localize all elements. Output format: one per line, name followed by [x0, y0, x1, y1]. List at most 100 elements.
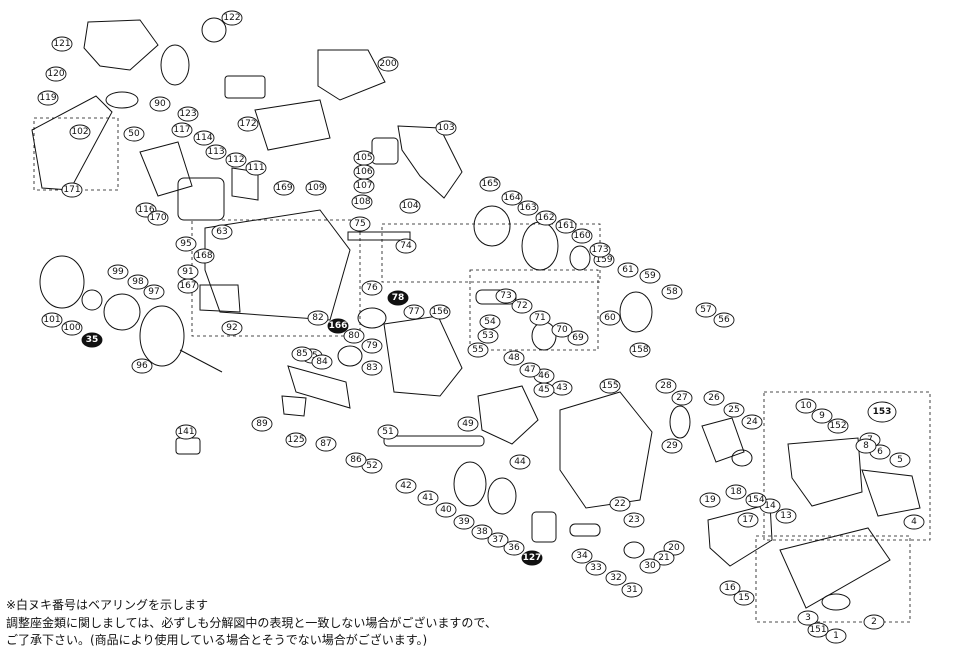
callout-101: 101	[41, 312, 63, 328]
part-badge	[535, 210, 557, 226]
part-badge	[399, 198, 421, 214]
part-number-label: 53	[482, 331, 493, 341]
collar-34	[569, 523, 601, 537]
part-number-label: 121	[53, 39, 70, 49]
part-number-label: 15	[738, 593, 749, 603]
part-badge	[639, 268, 661, 284]
part-badge	[529, 310, 551, 326]
callout-37: 37	[487, 532, 509, 548]
callout-19: 19	[699, 492, 721, 508]
part-number-label: 152	[829, 421, 846, 431]
part-number-label: 4	[911, 517, 917, 527]
part-badge	[863, 614, 885, 630]
callout-49: 49	[457, 416, 479, 432]
callout-122: 122	[221, 10, 243, 26]
part-number-label: 87	[320, 439, 331, 449]
main-gear-40	[453, 461, 487, 507]
ratchet-27	[669, 405, 691, 439]
part-number-label: 119	[39, 93, 56, 103]
part-number-label: 105	[355, 153, 372, 163]
part-badge	[123, 126, 145, 142]
part-badge	[127, 274, 149, 290]
part-badge	[205, 144, 227, 160]
rod-74	[347, 231, 411, 241]
part-badge	[661, 438, 683, 454]
part-number-label: 167	[179, 281, 196, 291]
part-number-label: 47	[524, 365, 535, 375]
callout-111: 111	[245, 160, 267, 176]
callout-31: 31	[621, 582, 643, 598]
washer-32	[623, 541, 645, 559]
part-badge	[797, 610, 819, 626]
part-number-label: 32	[610, 573, 621, 583]
pinion-gear-80	[357, 307, 387, 329]
part-number-label: 69	[572, 333, 584, 343]
part-badge	[291, 346, 313, 362]
callout-113: 113	[205, 144, 227, 160]
display-cover-200	[317, 49, 386, 101]
part-number-label: 86	[350, 455, 362, 465]
gear-plate-79	[383, 315, 463, 397]
callout-172: 172	[237, 116, 259, 132]
part-number-label: 45	[538, 385, 549, 395]
part-number-label: 106	[355, 167, 372, 177]
part-number-label: 156	[431, 307, 448, 317]
part-number-label: 52	[366, 461, 377, 471]
part-badge	[251, 416, 273, 432]
drag-washer-160	[569, 245, 591, 271]
part-badge	[193, 248, 215, 264]
part-badge	[699, 492, 721, 508]
part-number-label: 51	[382, 427, 393, 437]
callout-100: 100	[61, 320, 83, 336]
callout-141: 141	[175, 424, 197, 440]
drive-gear-162	[521, 221, 559, 271]
lever-86	[287, 365, 351, 409]
callout-61: 61	[617, 262, 639, 278]
part-number-label: 40	[440, 505, 452, 515]
part-badge	[713, 312, 735, 328]
callout-72: 72	[511, 298, 533, 314]
callout-154: 154	[745, 492, 767, 508]
callout-59: 59	[639, 268, 661, 284]
part-badge	[211, 224, 233, 240]
part-badge	[867, 401, 897, 423]
callout-168: 168	[193, 248, 215, 264]
callout-119: 119	[37, 90, 59, 106]
part-number-label: 77	[408, 307, 419, 317]
callout-60: 60	[599, 310, 621, 326]
part-badge	[589, 242, 611, 258]
part-badge	[609, 496, 631, 512]
part-badge	[349, 216, 371, 232]
callout-24: 24	[741, 414, 763, 430]
bearing-badge	[521, 550, 543, 566]
part-number-label: 10	[800, 401, 812, 411]
part-number-label: 57	[700, 305, 711, 315]
part-number-label: 78	[392, 293, 405, 303]
callout-36: 36	[503, 540, 525, 556]
callout-10: 10	[795, 398, 817, 414]
part-number-label: 84	[316, 357, 328, 367]
side-plate-155	[559, 391, 653, 509]
part-number-label: 99	[112, 267, 124, 277]
part-badge	[621, 582, 643, 598]
callout-164: 164	[501, 190, 523, 206]
callout-29: 29	[661, 438, 683, 454]
callout-153: 153	[867, 401, 897, 423]
callout-25: 25	[723, 402, 745, 418]
part-badge	[599, 310, 621, 326]
part-number-label: 74	[400, 241, 412, 251]
handle-9	[787, 437, 863, 507]
part-number-label: 80	[348, 331, 360, 341]
callout-75: 75	[349, 216, 371, 232]
part-number-label: 166	[329, 321, 348, 331]
callout-78: 78	[387, 290, 409, 306]
part-badge	[495, 288, 517, 304]
part-number-label: 172	[239, 119, 256, 129]
part-number-label: 169	[275, 183, 292, 193]
callout-169: 169	[273, 180, 295, 196]
part-number-label: 28	[660, 381, 672, 391]
callout-103: 103	[435, 120, 457, 136]
callout-155: 155	[599, 378, 621, 394]
